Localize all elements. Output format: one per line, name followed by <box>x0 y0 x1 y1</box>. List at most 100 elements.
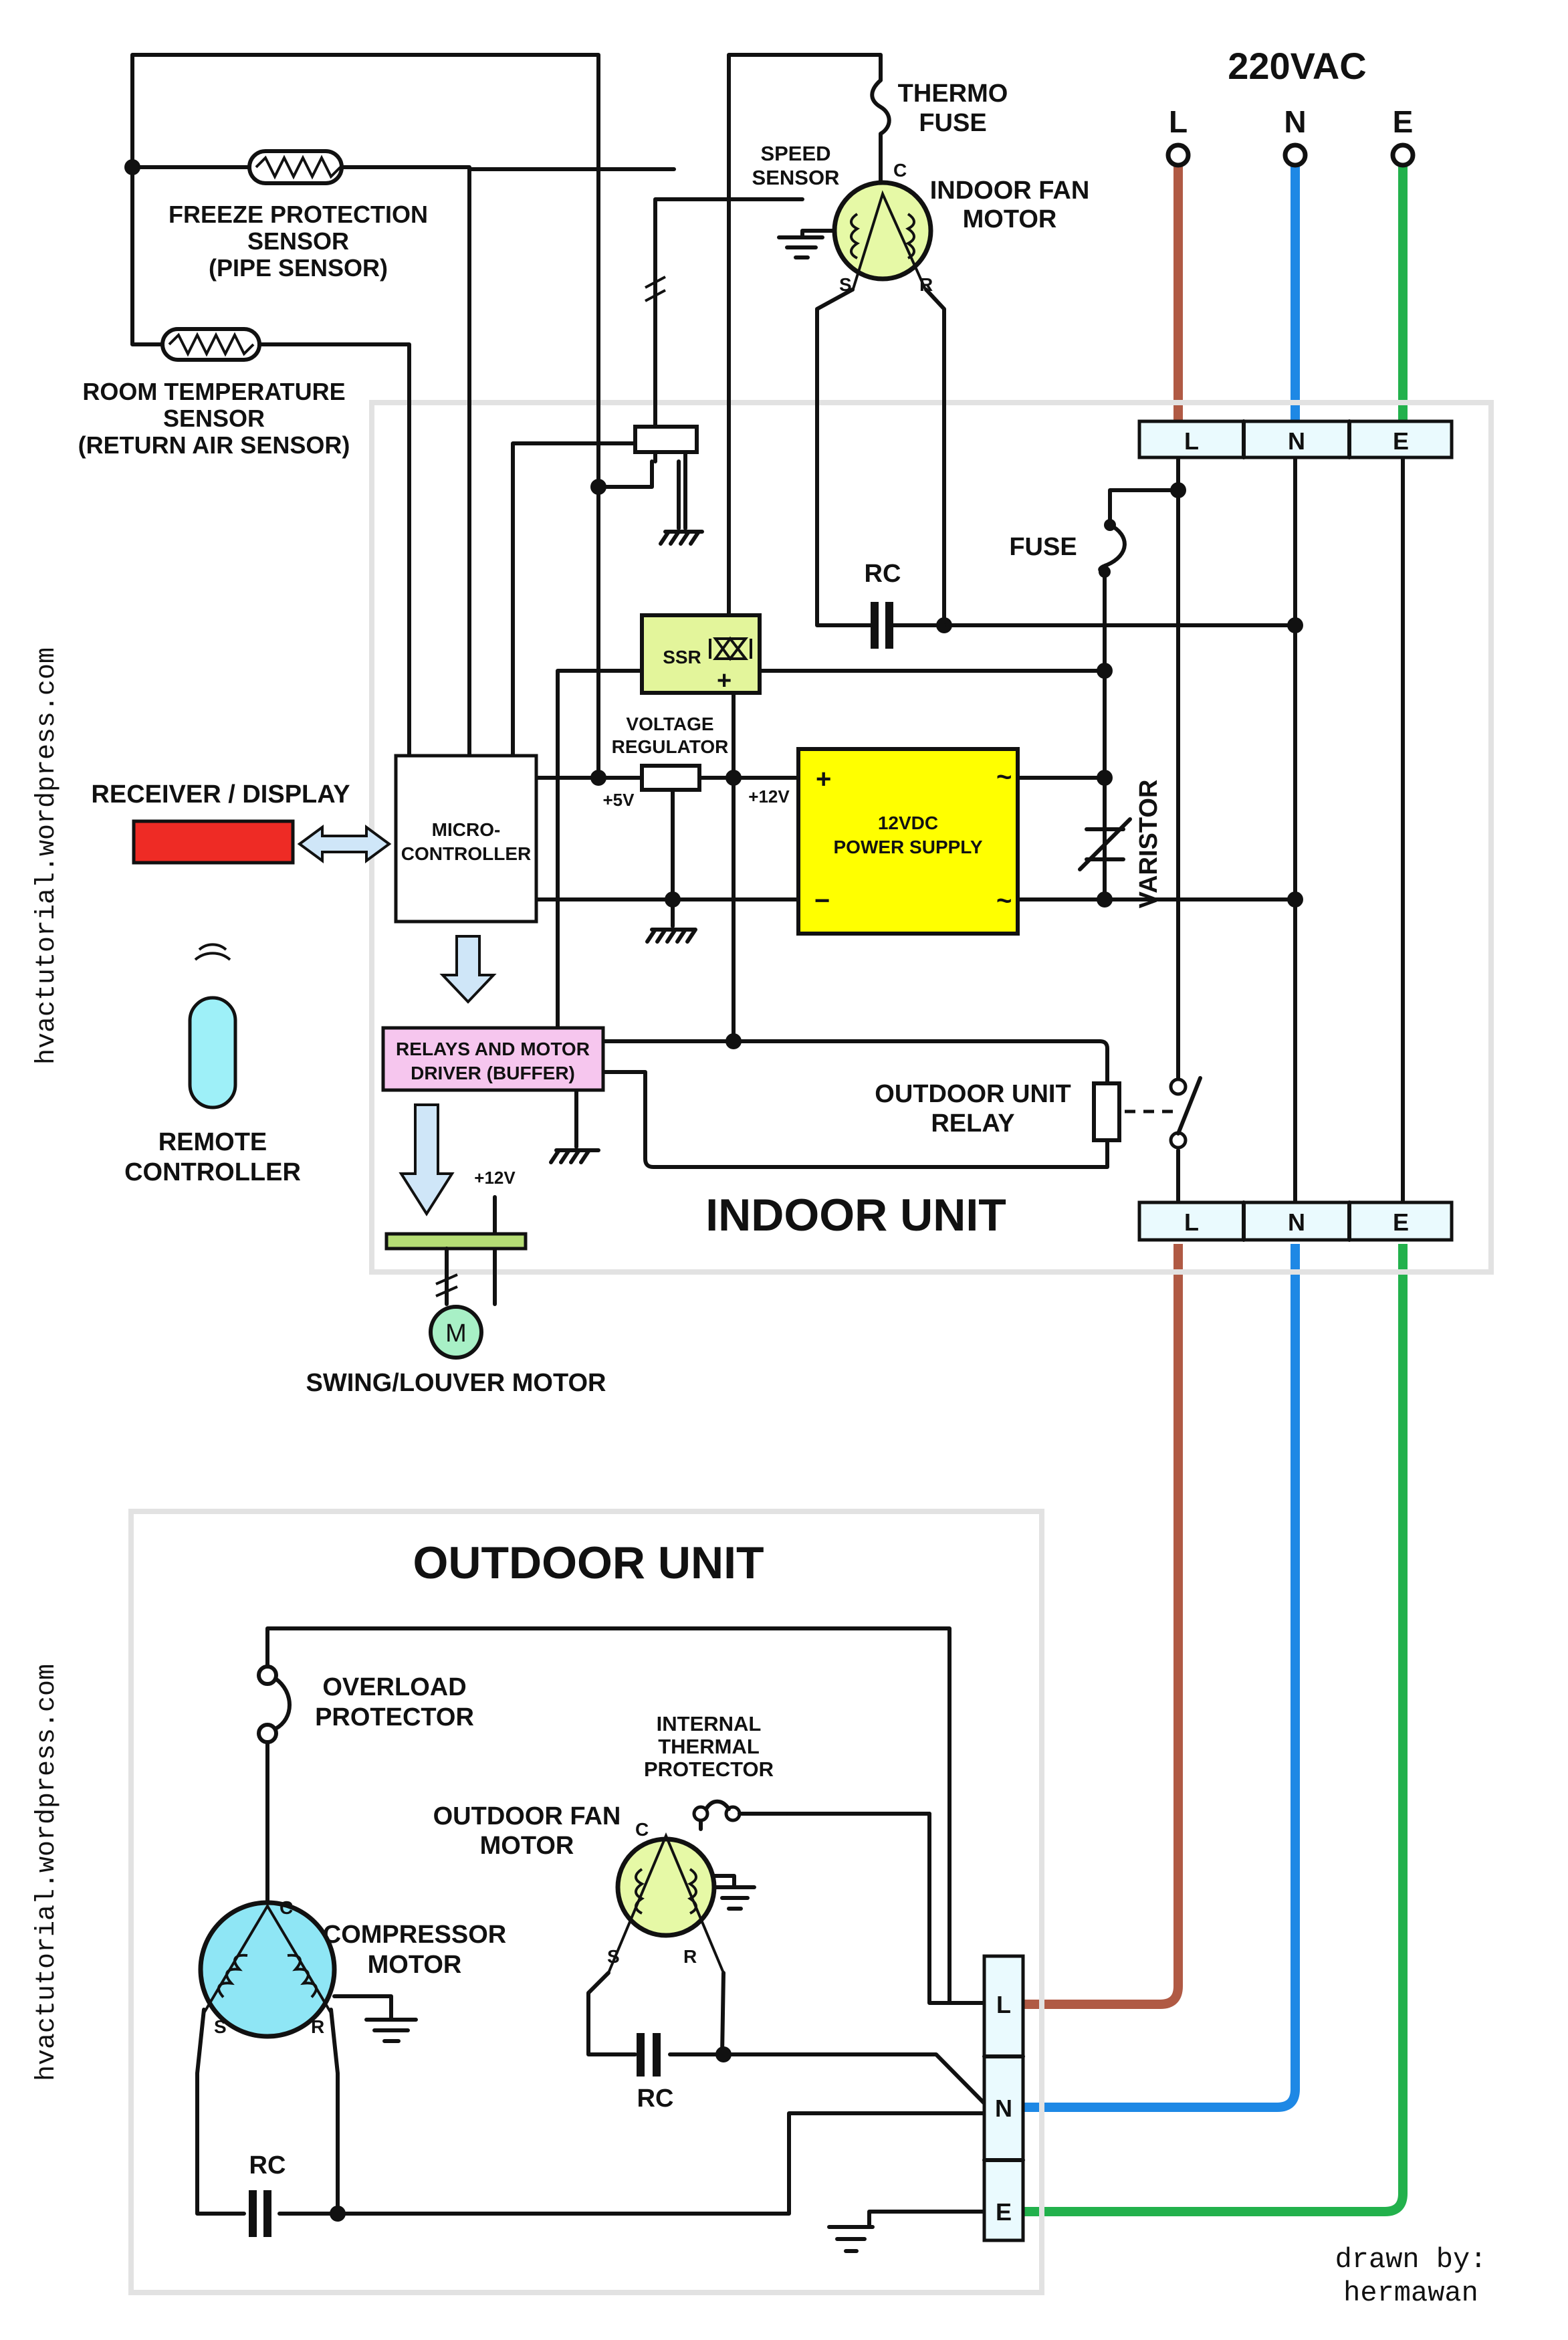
compressor-rc: RC <box>249 2151 286 2237</box>
vreg-label-1: VOLTAGE <box>626 714 713 734</box>
outdoor-fan-motor: C S R OUTDOOR FAN MOTOR <box>433 1802 756 1974</box>
outdoor-fan-body <box>615 1836 717 1938</box>
outdoor-terminal-n: N <box>995 2095 1012 2122</box>
indoor-bottom-n: N <box>1288 1208 1305 1236</box>
freeze-protection-sensor: FREEZE PROTECTION SENSOR (PIPE SENSOR) <box>169 149 471 282</box>
supply-n-label: N <box>1284 104 1306 139</box>
psu-ac-bottom: ~ <box>996 886 1012 916</box>
indoor-fan-motor: C S R INDOOR FAN MOTOR SPEED SENSOR <box>752 142 1090 295</box>
power-supply-12vdc: + − ~ ~ 12VDC POWER SUPPLY <box>796 747 1020 936</box>
indoor-rc-label: RC <box>865 560 901 588</box>
swing-louver-motor: +12V M SWING/LOUVER MOTOR <box>306 1168 606 1397</box>
remote-controller: REMOTE CONTROLLER <box>124 943 301 1186</box>
overload-label-2: PROTECTOR <box>315 1703 474 1731</box>
thermal-label-2: THERMAL <box>658 1735 760 1758</box>
outdoor-fan-c: C <box>635 1819 649 1840</box>
room-temperature-sensor: ROOM TEMPERATURE SENSOR (RETURN AIR SENS… <box>78 327 350 459</box>
speed-sensor-label-1: SPEED <box>760 142 830 165</box>
ssr: SSR + <box>640 613 762 695</box>
room-sensor-label-2: SENSOR <box>163 405 265 432</box>
micro-box <box>394 754 538 924</box>
outdoor-terminal-block: L N E <box>827 1954 1025 2253</box>
supply-e-label: E <box>1393 104 1414 139</box>
indoor-terminal-bottom: L N E <box>1137 1200 1454 1242</box>
credit-line-1: drawn by: <box>1335 2244 1487 2276</box>
varistor: VARISTOR <box>1078 780 1163 909</box>
psu-label-2: POWER SUPPLY <box>833 837 982 857</box>
thermo-fuse: THERMO FUSE <box>870 78 1008 196</box>
swing-motor-label: SWING/LOUVER MOTOR <box>306 1369 606 1397</box>
indoor-bottom-l: L <box>1184 1208 1199 1236</box>
psu-ac-top: ~ <box>996 762 1012 792</box>
outdoor-fan-rc: RC <box>637 2033 674 2113</box>
varistor-label: VARISTOR <box>1135 780 1163 909</box>
indoor-rc: RC <box>861 560 946 649</box>
supply-e-terminal <box>1390 142 1416 168</box>
microcontroller: MICRO- CONTROLLER <box>394 754 538 1004</box>
neutral-wire <box>1023 155 1300 2112</box>
swing-motor-body <box>429 1305 483 1360</box>
outdoor-fan-label-1: OUTDOOR FAN <box>433 1802 621 1830</box>
outdoor-junctions <box>330 2046 732 2222</box>
psu-plus: + <box>816 764 831 794</box>
compressor-label-2: MOTOR <box>368 1951 462 1979</box>
indoor-top-e: E <box>1393 427 1409 455</box>
outdoor-terminal-l: L <box>996 1991 1011 2018</box>
overload-label-1: OVERLOAD <box>322 1673 466 1701</box>
compressor-body <box>198 1900 337 2039</box>
outdoor-fan-s: S <box>607 1946 620 1967</box>
outdoor-relay-label-1: OUTDOOR UNIT <box>875 1080 1071 1108</box>
overload-protector: OVERLOAD PROTECTOR <box>257 1665 474 1744</box>
compressor-label-1: COMPRESSOR <box>323 1921 506 1949</box>
freeze-sensor-label-2: SENSOR <box>247 227 349 255</box>
supply-title: 220VAC <box>1228 45 1367 87</box>
supply-lines <box>1023 155 1408 2216</box>
indoor-fan-label-1: INDOOR FAN <box>930 177 1090 205</box>
ssr-label: SSR <box>663 647 701 667</box>
thermo-fuse-label-1: THERMO <box>898 80 1008 108</box>
swing-12v-label: +12V <box>474 1168 516 1188</box>
room-sensor-label-1: ROOM TEMPERATURE <box>82 378 345 405</box>
plus12v-label: +12V <box>748 786 790 807</box>
indoor-top-l: L <box>1184 427 1199 455</box>
psu-minus: − <box>814 886 830 916</box>
relay-down-arrow <box>399 1103 455 1216</box>
outdoor-unit-relay: OUTDOOR UNIT RELAY <box>875 1076 1202 1150</box>
indoor-fan-r: R <box>919 274 933 295</box>
earth-wire <box>1023 155 1408 2216</box>
receiver-box <box>132 819 295 865</box>
indoor-unit-title: INDOOR UNIT <box>705 1190 1006 1241</box>
compressor-motor: C S R COMPRESSOR MOTOR <box>198 1897 506 2043</box>
freeze-sensor-label-1: FREEZE PROTECTION <box>169 201 428 228</box>
indoor-top-n: N <box>1288 427 1305 455</box>
indoor-fan-s: S <box>839 274 852 295</box>
outdoor-relay-label-2: RELAY <box>931 1109 1014 1138</box>
credit-line-2: hermawan <box>1343 2277 1478 2309</box>
receiver-label: RECEIVER / DISPLAY <box>91 780 350 809</box>
outdoor-fan-rc-label: RC <box>637 2085 674 2113</box>
speed-sensor-relay <box>633 276 704 546</box>
ssr-box <box>640 613 762 695</box>
relay-driver-box <box>381 1026 605 1092</box>
outdoor-fan-label-2: MOTOR <box>480 1832 574 1860</box>
remote-label-2: CONTROLLER <box>124 1158 301 1186</box>
outdoor-unit-title: OUTDOOR UNIT <box>413 1537 764 1588</box>
psu-box <box>796 747 1020 936</box>
remote-label-1: REMOTE <box>158 1128 267 1156</box>
indoor-terminal-top: L N E <box>1137 419 1454 459</box>
indoor-bottom-e: E <box>1393 1208 1409 1236</box>
speed-sensor-label-2: SENSOR <box>752 166 840 189</box>
live-wire <box>1023 155 1183 2009</box>
freeze-sensor-label-3: (PIPE SENSOR) <box>209 254 388 282</box>
vreg-label-2: REGULATOR <box>612 736 729 757</box>
relay-driver-label-1: RELAYS AND MOTOR <box>396 1039 590 1059</box>
relay-driver-label-2: DRIVER (BUFFER) <box>411 1063 575 1083</box>
compressor-r: R <box>311 2016 324 2037</box>
supply-n-terminal <box>1282 142 1308 168</box>
indoor-fan-label-2: MOTOR <box>963 205 1057 233</box>
internal-thermal-protector: INTERNAL THERMAL PROTECTOR <box>644 1712 788 1822</box>
receiver-display: RECEIVER / DISPLAY <box>91 780 392 865</box>
thermo-fuse-label-2: FUSE <box>919 109 986 137</box>
plus5v-label: +5V <box>603 790 635 810</box>
